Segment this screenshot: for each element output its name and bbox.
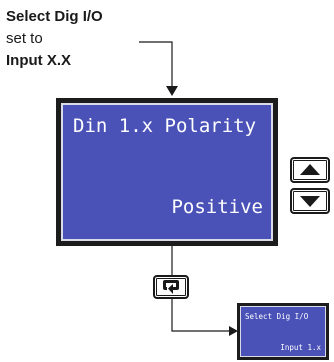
page-button[interactable]	[153, 275, 189, 299]
down-arrow-head	[166, 86, 178, 96]
instruction-text: Select Dig I/O set to Input X.X	[6, 6, 103, 72]
main-display: Din 1.x Polarity Positive	[56, 98, 278, 246]
down-button[interactable]	[290, 188, 330, 214]
next-display: Select Dig I/O Input 1.x	[237, 303, 329, 360]
key-to-next-display-connector	[171, 299, 231, 332]
next-display-line-1: Select Dig I/O	[245, 312, 309, 321]
main-display-line-1: Din 1.x Polarity	[73, 115, 257, 137]
up-button[interactable]	[290, 157, 330, 183]
instruction-connector	[139, 41, 173, 90]
main-display-line-2: Positive	[171, 196, 263, 218]
triangle-down-icon	[300, 196, 320, 207]
right-arrow-head	[229, 326, 238, 336]
instruction-line-1: Select Dig I/O	[6, 8, 103, 25]
page-icon	[163, 280, 179, 294]
triangle-up-icon	[300, 164, 320, 175]
next-display-line-2: Input 1.x	[280, 343, 321, 352]
instruction-line-2: set to	[6, 30, 43, 47]
instruction-line-3: Input X.X	[6, 52, 71, 69]
